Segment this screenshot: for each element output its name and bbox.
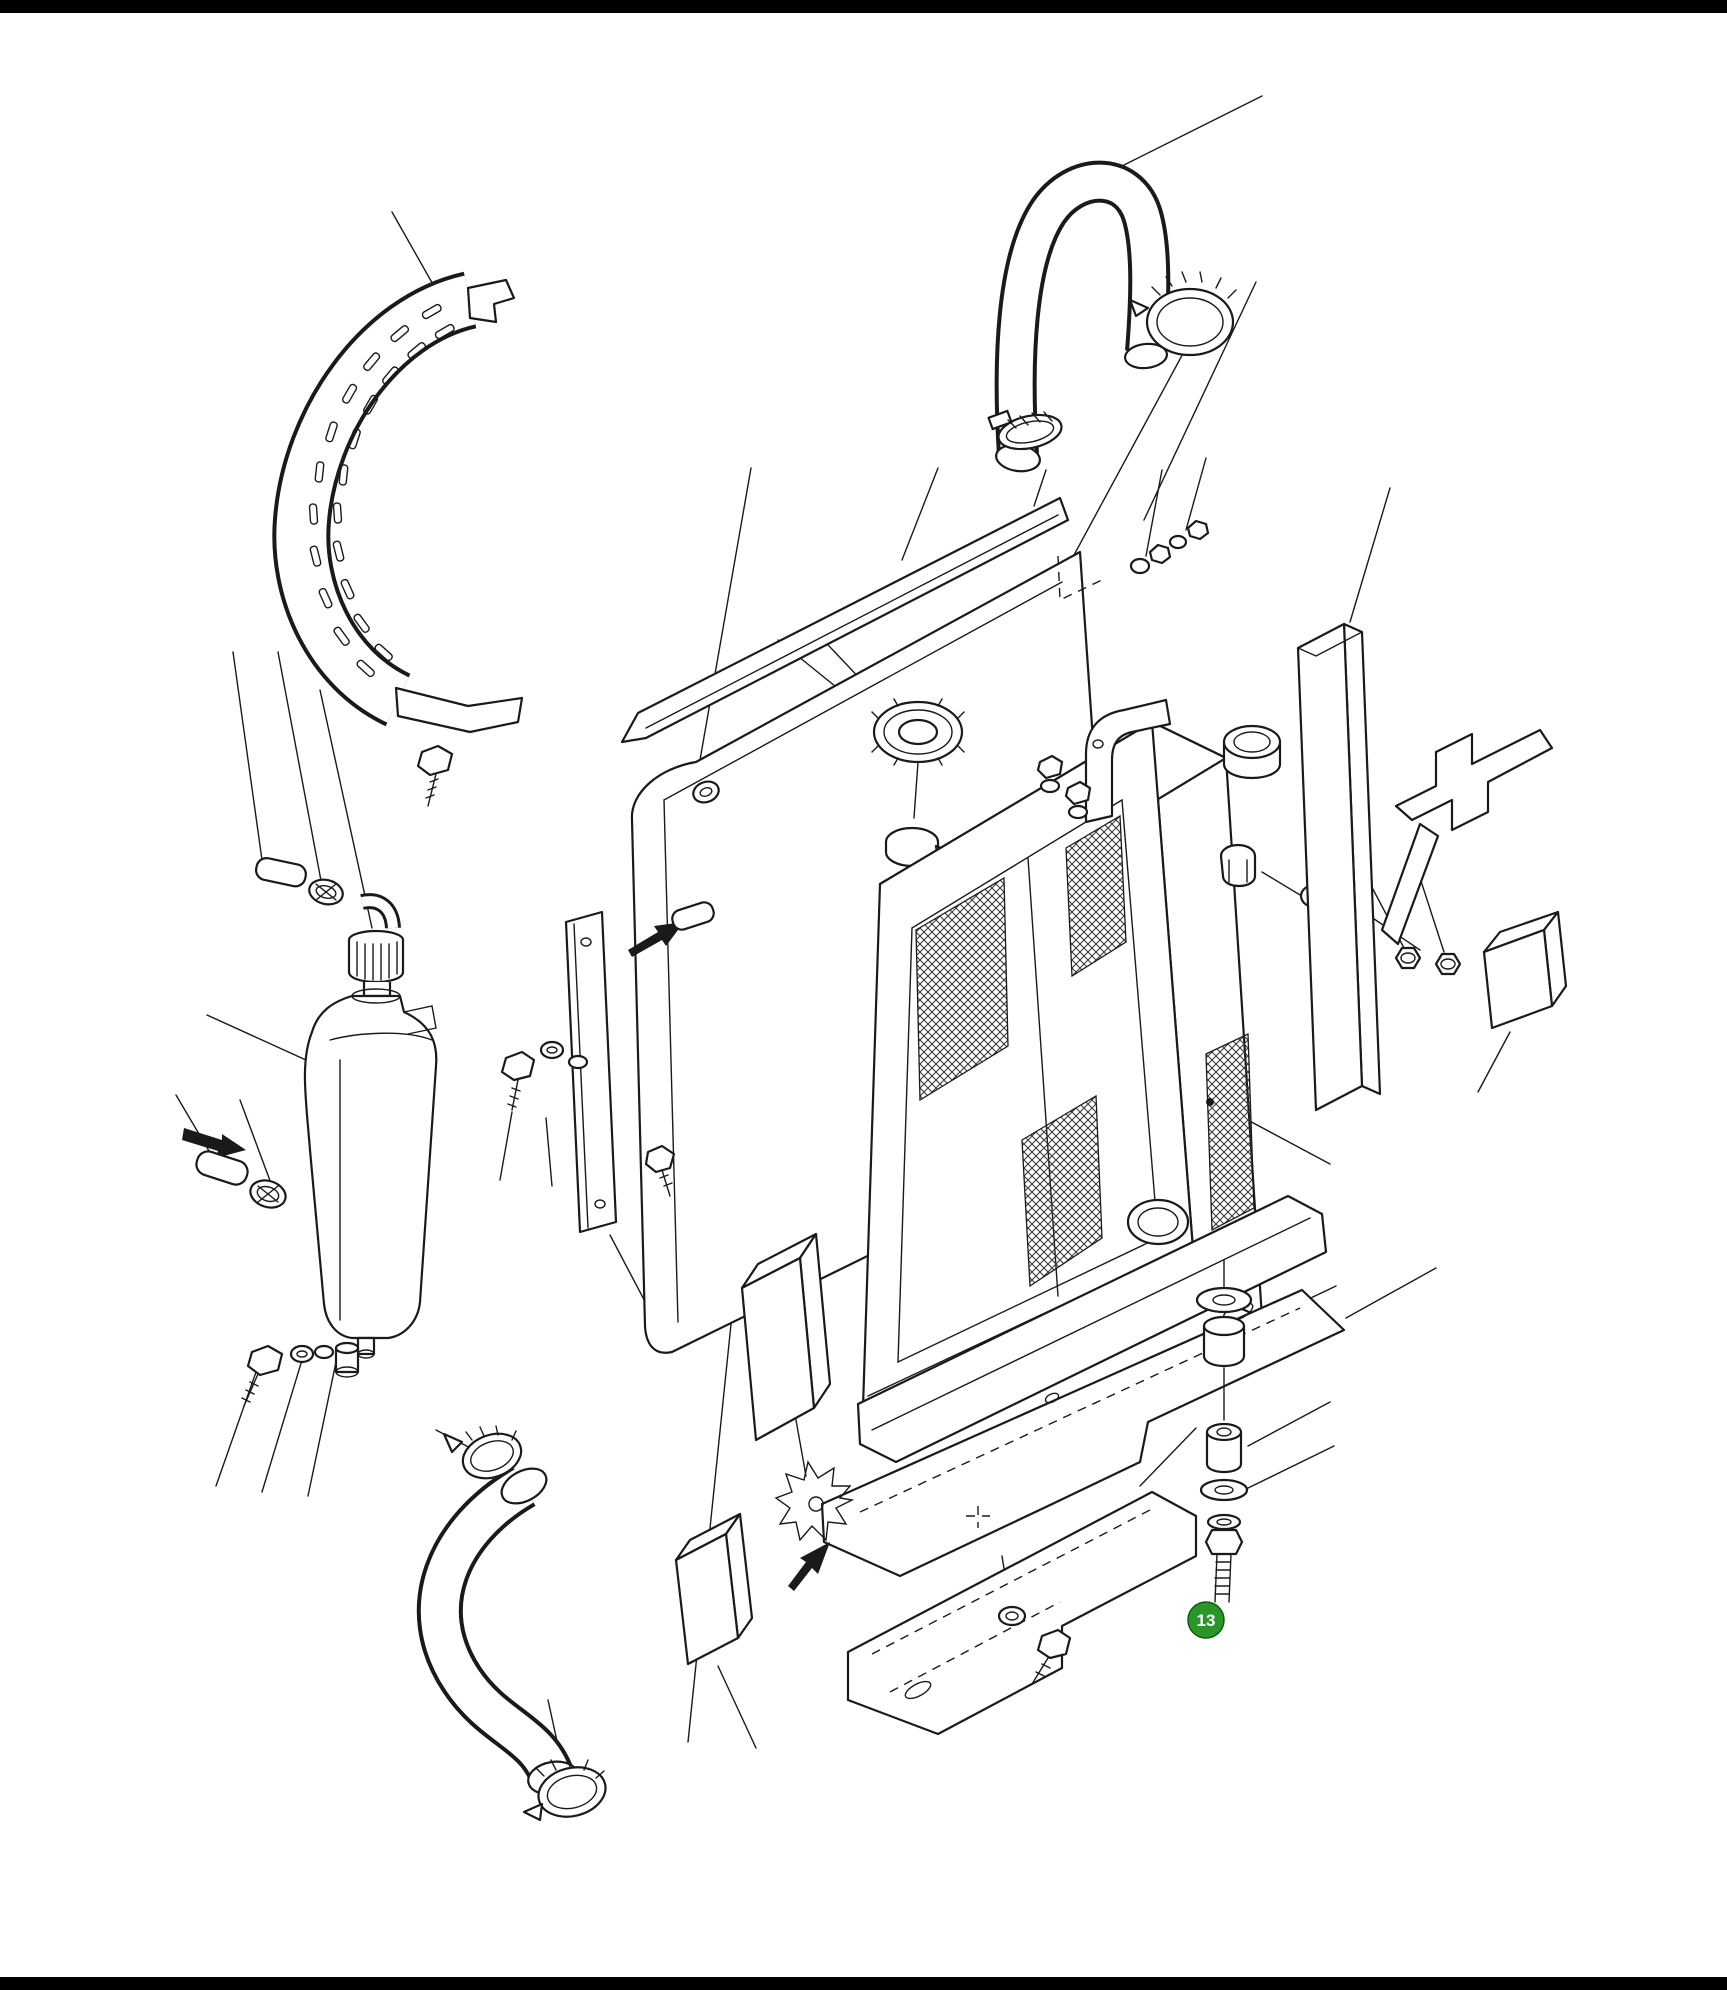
strap-bolt xyxy=(416,744,454,807)
drain-plug xyxy=(1219,843,1257,888)
panel-corner-screws xyxy=(1129,519,1210,575)
mount-spacer xyxy=(1205,1422,1243,1474)
top-frame-bar xyxy=(0,0,1727,13)
direction-arrow-bottom xyxy=(788,1542,830,1591)
upper-mount-bracket xyxy=(1084,698,1172,824)
foam-pad-lower xyxy=(674,1512,754,1666)
core-hatch xyxy=(1021,1094,1103,1288)
mount-cube xyxy=(1482,910,1568,1030)
mount-washer-large xyxy=(1195,1259,1253,1314)
fan-guard-strap xyxy=(272,271,524,734)
lower-hose-clamp-upper xyxy=(442,1425,523,1480)
lower-support-strip xyxy=(856,1194,1328,1464)
core-hatch xyxy=(1205,1032,1255,1232)
panel-grommet xyxy=(692,780,720,804)
bracket-bolts xyxy=(1036,754,1092,820)
mount-bushing xyxy=(1202,1315,1246,1421)
direction-arrow-left xyxy=(182,1128,246,1158)
top-rail xyxy=(620,496,1070,744)
filler-plate xyxy=(871,698,965,819)
foam-pad-upper xyxy=(740,1232,832,1442)
lower-hose-clamp-lower xyxy=(522,1757,607,1822)
overflow-hose xyxy=(254,857,307,888)
side-channel xyxy=(1296,622,1382,1112)
mount-washer-medium xyxy=(1199,1478,1249,1502)
support-nuts xyxy=(1394,946,1462,976)
strap-slots xyxy=(308,303,455,678)
direction-arrow-panel xyxy=(628,901,715,957)
mount-washer-small xyxy=(1206,1513,1242,1531)
radiator-outlet xyxy=(1126,1198,1190,1246)
break-symbol xyxy=(774,1460,855,1542)
bottom-frame-bar xyxy=(0,1977,1727,1990)
core-hatch xyxy=(1065,814,1127,978)
detached-clamp-ring xyxy=(1128,271,1237,357)
bracket-bolt-washer xyxy=(997,1605,1072,1685)
tank-mount-bolt xyxy=(241,1344,284,1407)
tank-mount-washers xyxy=(289,1344,335,1364)
radiator-filler-fitting xyxy=(1222,724,1282,780)
tank-lower-hose-clamp xyxy=(249,1179,287,1209)
callout-badge-13[interactable]: 13 xyxy=(1187,1601,1225,1639)
side-seal-strip xyxy=(564,910,618,1234)
lower-radiator-hose xyxy=(416,1466,579,1796)
overflow-hose-clamp xyxy=(308,878,344,906)
tank-lower-hose xyxy=(195,1150,249,1186)
expansion-tank xyxy=(303,988,438,1359)
callout-label: 13 xyxy=(1197,1611,1216,1630)
tank-cap xyxy=(347,893,405,998)
panel-bolts xyxy=(500,1040,589,1111)
mount-bolt xyxy=(1204,1528,1244,1603)
support-bracket xyxy=(1380,728,1554,946)
tank-mount-spacer xyxy=(334,1341,360,1378)
callout-circle[interactable] xyxy=(1187,1601,1225,1639)
upper-hose-clamp xyxy=(987,409,1063,451)
core-hatch xyxy=(915,876,1009,1102)
